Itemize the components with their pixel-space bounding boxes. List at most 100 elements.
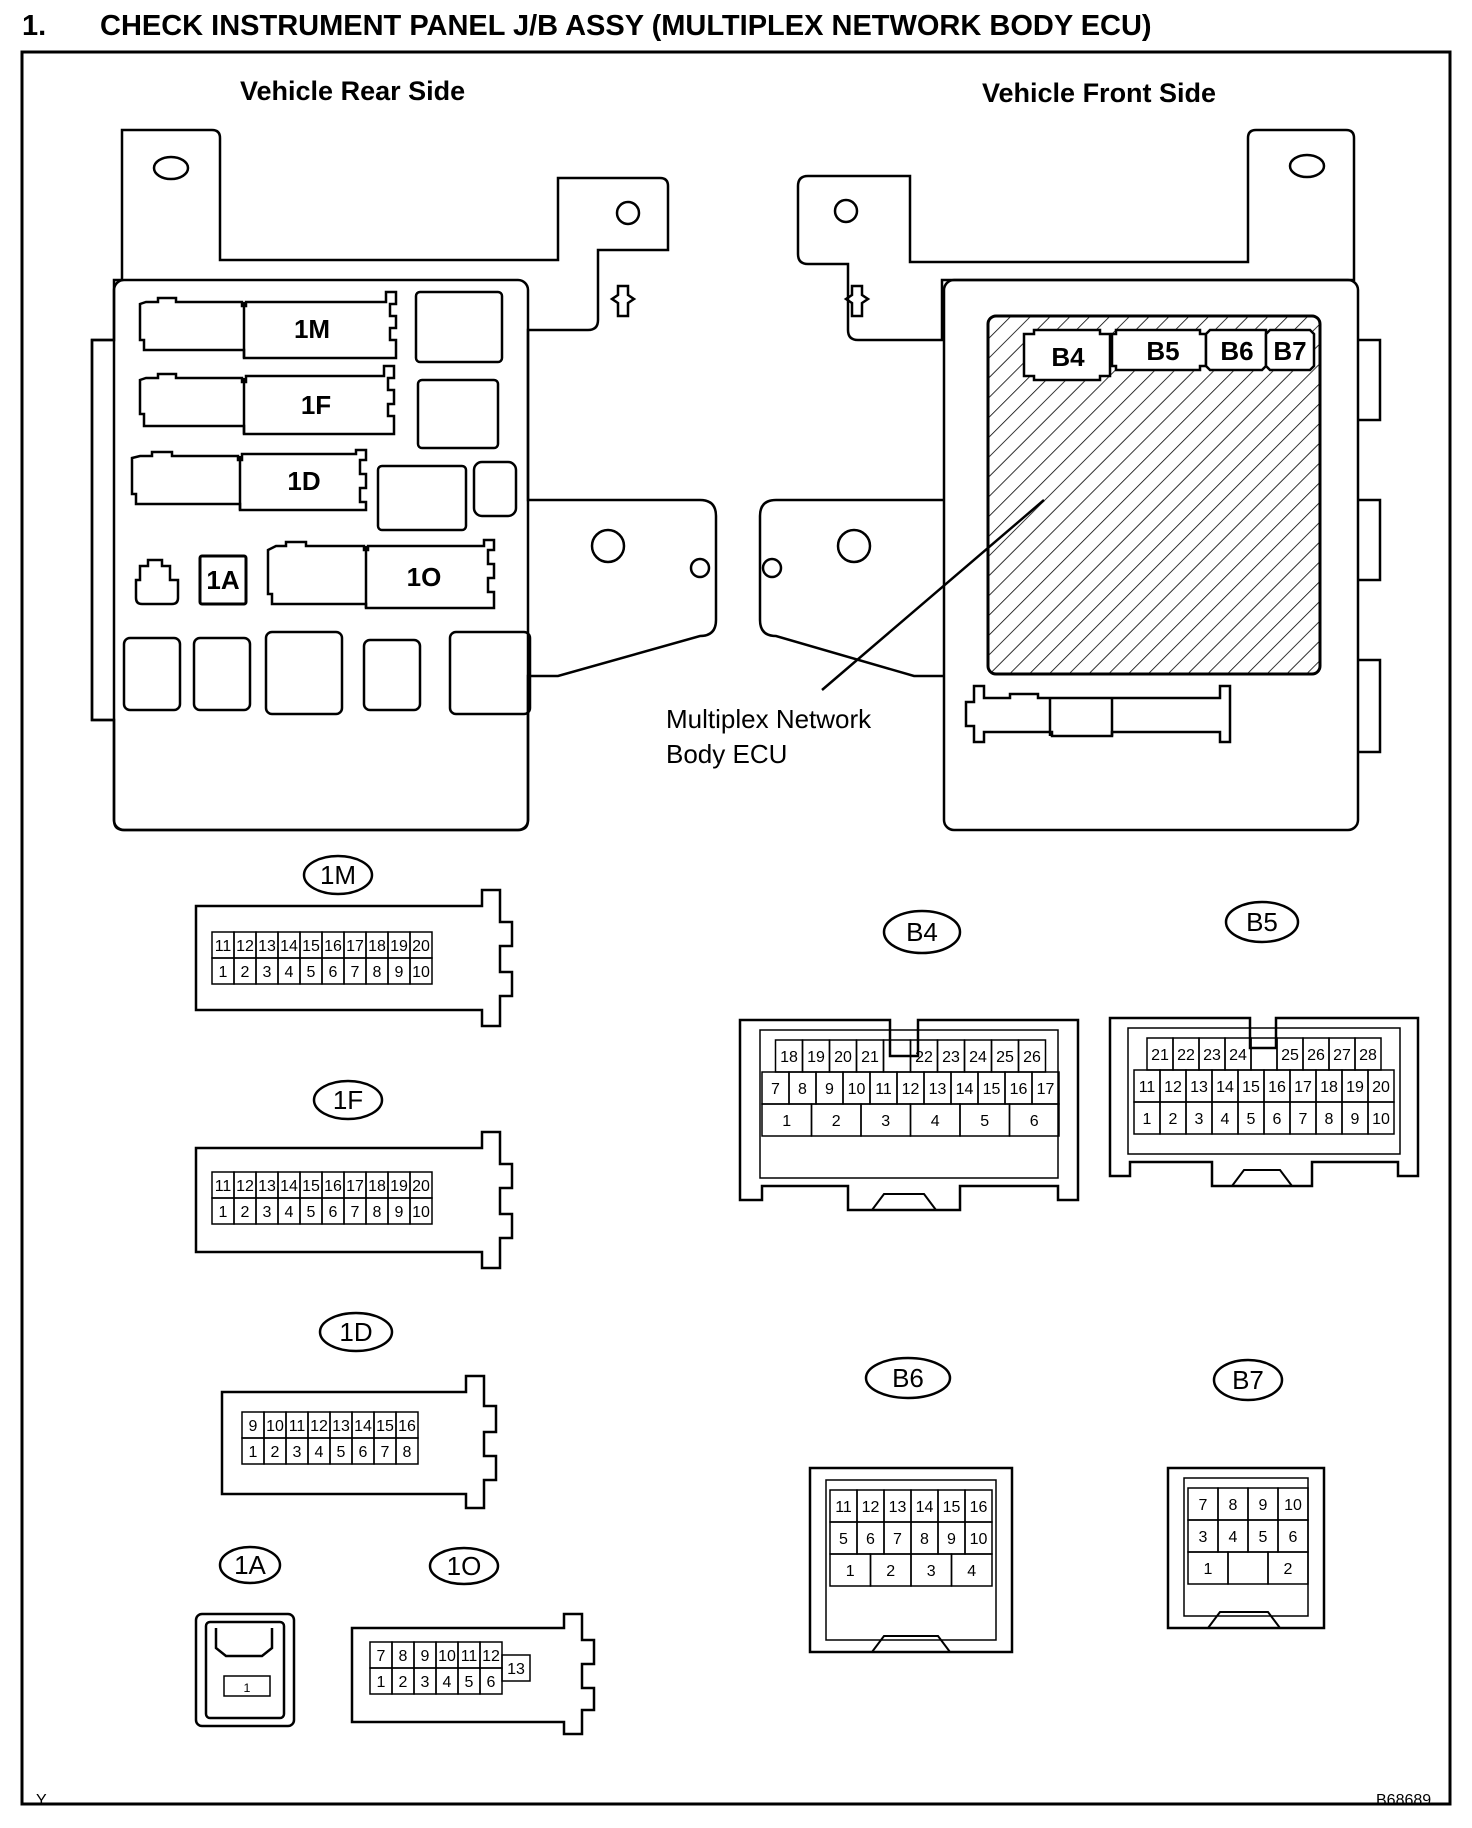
pin-c1M-10: 10 — [412, 964, 430, 981]
pin-cB5-1: 1 — [1143, 1111, 1152, 1128]
pin-cB5-26: 26 — [1307, 1047, 1325, 1064]
pin-cB4-3: 3 — [881, 1113, 890, 1130]
pin-c1F-13: 13 — [258, 1178, 276, 1195]
pin-cB7-4: 4 — [1229, 1529, 1238, 1546]
pin-c1M-8: 8 — [373, 964, 382, 981]
pin-c1M-5: 5 — [307, 964, 316, 981]
pin-cB4-22: 22 — [915, 1049, 933, 1066]
pin-cB7-6: 6 — [1289, 1529, 1298, 1546]
pin-c1F-10: 10 — [412, 1204, 430, 1221]
pin-c1O-8: 8 — [399, 1648, 408, 1665]
pin-c1A-1: 1 — [244, 1681, 251, 1695]
connector-label-c1D: 1D — [339, 1317, 372, 1347]
pin-cB5-9: 9 — [1351, 1111, 1360, 1128]
pin-cB6-6: 6 — [866, 1531, 875, 1548]
connector-label-c1F: 1F — [333, 1085, 363, 1115]
pin-c1F-14: 14 — [280, 1178, 298, 1195]
housing-b5 — [1108, 1016, 1420, 1188]
step-heading: 1.CHECK INSTRUMENT PANEL J/B ASSY (MULTI… — [22, 4, 1152, 48]
pin-cB6-8: 8 — [920, 1531, 929, 1548]
pin-cB6-11: 11 — [835, 1499, 852, 1516]
pin-c1M-20: 20 — [412, 938, 430, 955]
pin-c1M-10-cell — [409, 957, 433, 985]
pin-cB6-5: 5 — [839, 1531, 848, 1548]
pin-cB5-18: 18 — [1320, 1079, 1338, 1096]
jb-label-b7: B7 — [1273, 336, 1306, 366]
pin-c1D-1: 1 — [249, 1444, 258, 1461]
pin-c1M-9: 9 — [395, 964, 404, 981]
pin-cB4-1: 1 — [782, 1113, 791, 1130]
ecu-callout-line2: Body ECU — [666, 739, 788, 769]
jb-label-b4: B4 — [1051, 342, 1085, 372]
connector-label-cB7: B7 — [1232, 1365, 1264, 1395]
pin-c1M-12: 12 — [236, 938, 254, 955]
latch-b4 — [871, 1193, 937, 1211]
pin-c1D-6: 6 — [359, 1444, 368, 1461]
pin-c1D-5: 5 — [337, 1444, 346, 1461]
pin-cB5-23: 23 — [1203, 1047, 1221, 1064]
housing-1o — [350, 1612, 596, 1736]
pin-c1O-3: 3 — [421, 1674, 430, 1691]
pin-cB5-10-cell — [1367, 1101, 1395, 1135]
pin-cB6-12: 12 — [862, 1499, 880, 1516]
jb-label-1d: 1D — [287, 466, 320, 496]
pin-cB5-15: 15 — [1242, 1079, 1260, 1096]
pin-c1O-2: 2 — [399, 1674, 408, 1691]
pin-c1D-3: 3 — [293, 1444, 302, 1461]
connector-label-c1M: 1M — [320, 860, 356, 890]
pin-c1D-10: 10 — [266, 1418, 284, 1435]
pin-c1D-11: 11 — [289, 1418, 306, 1435]
housing-1a — [194, 1612, 296, 1728]
pin-cB4-6-cell — [1008, 1103, 1060, 1137]
housing-b5-inner — [1127, 1027, 1401, 1155]
connector-label-cB4: B4 — [906, 917, 938, 947]
pin-cB7-1: 1 — [1204, 1561, 1213, 1578]
pin-cB6-3: 3 — [927, 1563, 936, 1580]
pin-c1M-4: 4 — [285, 964, 294, 981]
pin-cB5-10: 10 — [1372, 1111, 1390, 1128]
pin-cB6-13: 13 — [889, 1499, 907, 1516]
latch-b6 — [871, 1635, 951, 1653]
pin-c1D-8-cell — [395, 1437, 419, 1465]
housing-b6 — [808, 1466, 1014, 1654]
pin-cB5-22: 22 — [1177, 1047, 1195, 1064]
pin-c1A-1-cell — [223, 1675, 271, 1697]
pin-cB5-13: 13 — [1190, 1079, 1208, 1096]
housing-1d — [220, 1374, 498, 1510]
pin-cB4-8: 8 — [798, 1081, 807, 1098]
pin-cB6-7: 7 — [893, 1531, 902, 1548]
connector-ovals — [218, 854, 1300, 1586]
pin-cB4-16: 16 — [1010, 1081, 1028, 1098]
pin-c1D-14: 14 — [354, 1418, 372, 1435]
pin-cB4-23: 23 — [942, 1049, 960, 1066]
pin-cB5-3: 3 — [1195, 1111, 1204, 1128]
pin-c1O-4: 4 — [443, 1674, 452, 1691]
pin-cB4-14: 14 — [956, 1081, 974, 1098]
pin-c1F-8: 8 — [373, 1204, 382, 1221]
pin-c1O-12: 12 — [482, 1648, 500, 1665]
pin-c1D-16: 16 — [398, 1418, 416, 1435]
pin-c1O-13-cell — [501, 1654, 531, 1682]
pin-c1F-12: 12 — [236, 1178, 254, 1195]
pin-cB4-9: 9 — [825, 1081, 834, 1098]
pin-cB5-24: 24 — [1229, 1047, 1247, 1064]
pin-c1O-7: 7 — [377, 1648, 386, 1665]
pin-cB4-10: 10 — [848, 1081, 866, 1098]
jb-label-b6: B6 — [1220, 336, 1253, 366]
housing-1f — [194, 1130, 514, 1270]
pin-cB5-14: 14 — [1216, 1079, 1234, 1096]
connector-label-c1O: 1O — [447, 1551, 482, 1581]
pin-c1M-2: 2 — [241, 964, 250, 981]
connector-label-cB5: B5 — [1246, 907, 1278, 937]
pin-cB6-15: 15 — [943, 1499, 961, 1516]
pin-c1M-18: 18 — [368, 938, 386, 955]
pin-cB6-4-cell — [950, 1553, 993, 1587]
pin-c1M-14: 14 — [280, 938, 298, 955]
pin-c1D-2: 2 — [271, 1444, 280, 1461]
pin-cB4-2: 2 — [832, 1113, 841, 1130]
pin-cB7-5: 5 — [1259, 1529, 1268, 1546]
pin-c1D-15: 15 — [376, 1418, 394, 1435]
pin-cB6-10: 10 — [970, 1531, 988, 1548]
pin-c1F-4: 4 — [285, 1204, 294, 1221]
